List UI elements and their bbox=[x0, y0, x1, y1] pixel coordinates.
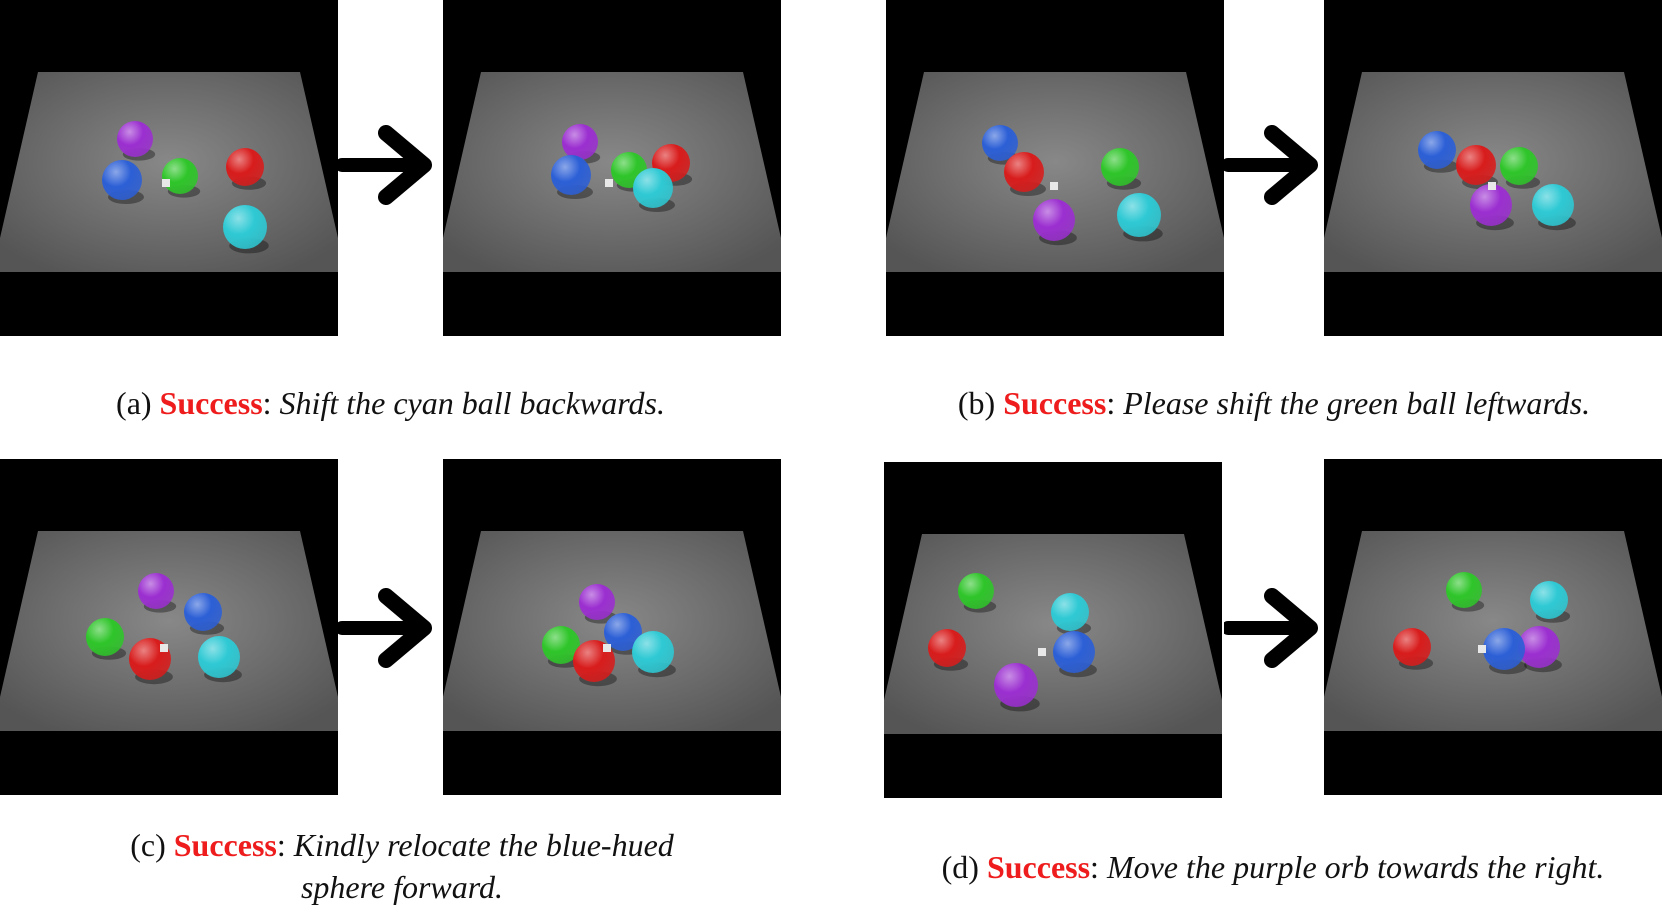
caption: (c) Success: Kindly relocate the blue-hu… bbox=[130, 827, 674, 905]
ball bbox=[604, 613, 642, 651]
caption-instruction: Shift the cyan ball backwards. bbox=[279, 385, 665, 421]
ball bbox=[1532, 184, 1574, 226]
scene-before bbox=[886, 72, 1224, 272]
scene-after bbox=[443, 531, 781, 731]
ball bbox=[958, 573, 994, 609]
ball bbox=[1446, 572, 1482, 608]
scene-after bbox=[1324, 531, 1662, 731]
caption-status: Success bbox=[159, 385, 263, 421]
target-marker bbox=[1050, 182, 1058, 190]
ball bbox=[117, 121, 153, 157]
caption-instruction: Move the purple orb towards the right. bbox=[1106, 849, 1605, 885]
ball bbox=[1033, 199, 1075, 241]
caption-status: Success bbox=[1003, 385, 1107, 421]
ball bbox=[1483, 628, 1525, 670]
arrow-right-icon bbox=[1221, 125, 1324, 205]
ball bbox=[1518, 626, 1560, 668]
ball bbox=[1470, 184, 1512, 226]
scene-before bbox=[884, 534, 1222, 734]
ball bbox=[86, 618, 124, 656]
ball bbox=[994, 663, 1038, 707]
caption-label: (b) bbox=[957, 385, 996, 421]
caption-status: Success bbox=[986, 849, 1091, 885]
scene-before-frame bbox=[884, 462, 1222, 798]
scene-before-frame bbox=[886, 0, 1224, 336]
ball bbox=[1500, 147, 1538, 185]
caption-status: Success bbox=[173, 827, 277, 863]
ball bbox=[632, 631, 674, 673]
scene-after-frame bbox=[443, 459, 781, 795]
ball bbox=[1418, 131, 1456, 169]
arrow-right-icon bbox=[1221, 588, 1324, 668]
ball bbox=[1456, 145, 1496, 185]
caption-instruction: Kindly relocate the blue-hued bbox=[293, 827, 674, 863]
ball bbox=[1004, 152, 1044, 192]
ball bbox=[1117, 193, 1161, 237]
ball bbox=[102, 160, 142, 200]
ball bbox=[1051, 593, 1089, 631]
ball bbox=[223, 205, 267, 249]
ball bbox=[551, 155, 591, 195]
scene-after-frame bbox=[1324, 459, 1662, 795]
scene-before-frame bbox=[0, 459, 338, 795]
target-marker bbox=[605, 179, 613, 187]
target-marker bbox=[1478, 645, 1486, 653]
caption: (b) Success: Please shift the green ball… bbox=[957, 385, 1591, 421]
arrow-right-icon bbox=[335, 588, 438, 668]
scene-before bbox=[0, 531, 338, 731]
scene-before-frame bbox=[0, 0, 338, 336]
caption: (a) Success: Shift the cyan ball backwar… bbox=[116, 385, 665, 421]
ball bbox=[633, 168, 673, 208]
scene-after-frame bbox=[443, 0, 781, 336]
caption-label: (d) bbox=[941, 849, 979, 885]
ball bbox=[1393, 628, 1431, 666]
ball bbox=[1101, 148, 1139, 186]
ball bbox=[198, 636, 240, 678]
caption-label: (c) bbox=[130, 827, 166, 863]
ball bbox=[1530, 581, 1568, 619]
arrow-right-icon bbox=[335, 125, 438, 205]
caption-instruction-line2: sphere forward. bbox=[300, 869, 504, 905]
table-surface bbox=[0, 531, 338, 731]
ball bbox=[162, 158, 198, 194]
ball bbox=[1053, 631, 1095, 673]
ball bbox=[226, 148, 264, 186]
scene-after-frame bbox=[1324, 0, 1662, 336]
ball bbox=[579, 584, 615, 620]
caption-instruction: Please shift the green ball leftwards. bbox=[1123, 385, 1591, 421]
caption-label: (a) bbox=[116, 385, 152, 421]
table-surface bbox=[1324, 531, 1662, 731]
caption: (d) Success: Move the purple orb towards… bbox=[941, 849, 1605, 885]
scene-after bbox=[1324, 72, 1662, 272]
scene-before bbox=[0, 72, 338, 272]
target-marker bbox=[160, 644, 168, 652]
target-marker bbox=[603, 644, 611, 652]
target-marker bbox=[1488, 182, 1496, 190]
target-marker bbox=[1038, 648, 1046, 656]
ball bbox=[184, 593, 222, 631]
ball bbox=[138, 573, 174, 609]
ball bbox=[928, 629, 966, 667]
ball bbox=[542, 626, 580, 664]
ball bbox=[982, 125, 1018, 161]
ball bbox=[562, 124, 598, 160]
target-marker bbox=[162, 179, 170, 187]
scene-after bbox=[443, 72, 781, 272]
